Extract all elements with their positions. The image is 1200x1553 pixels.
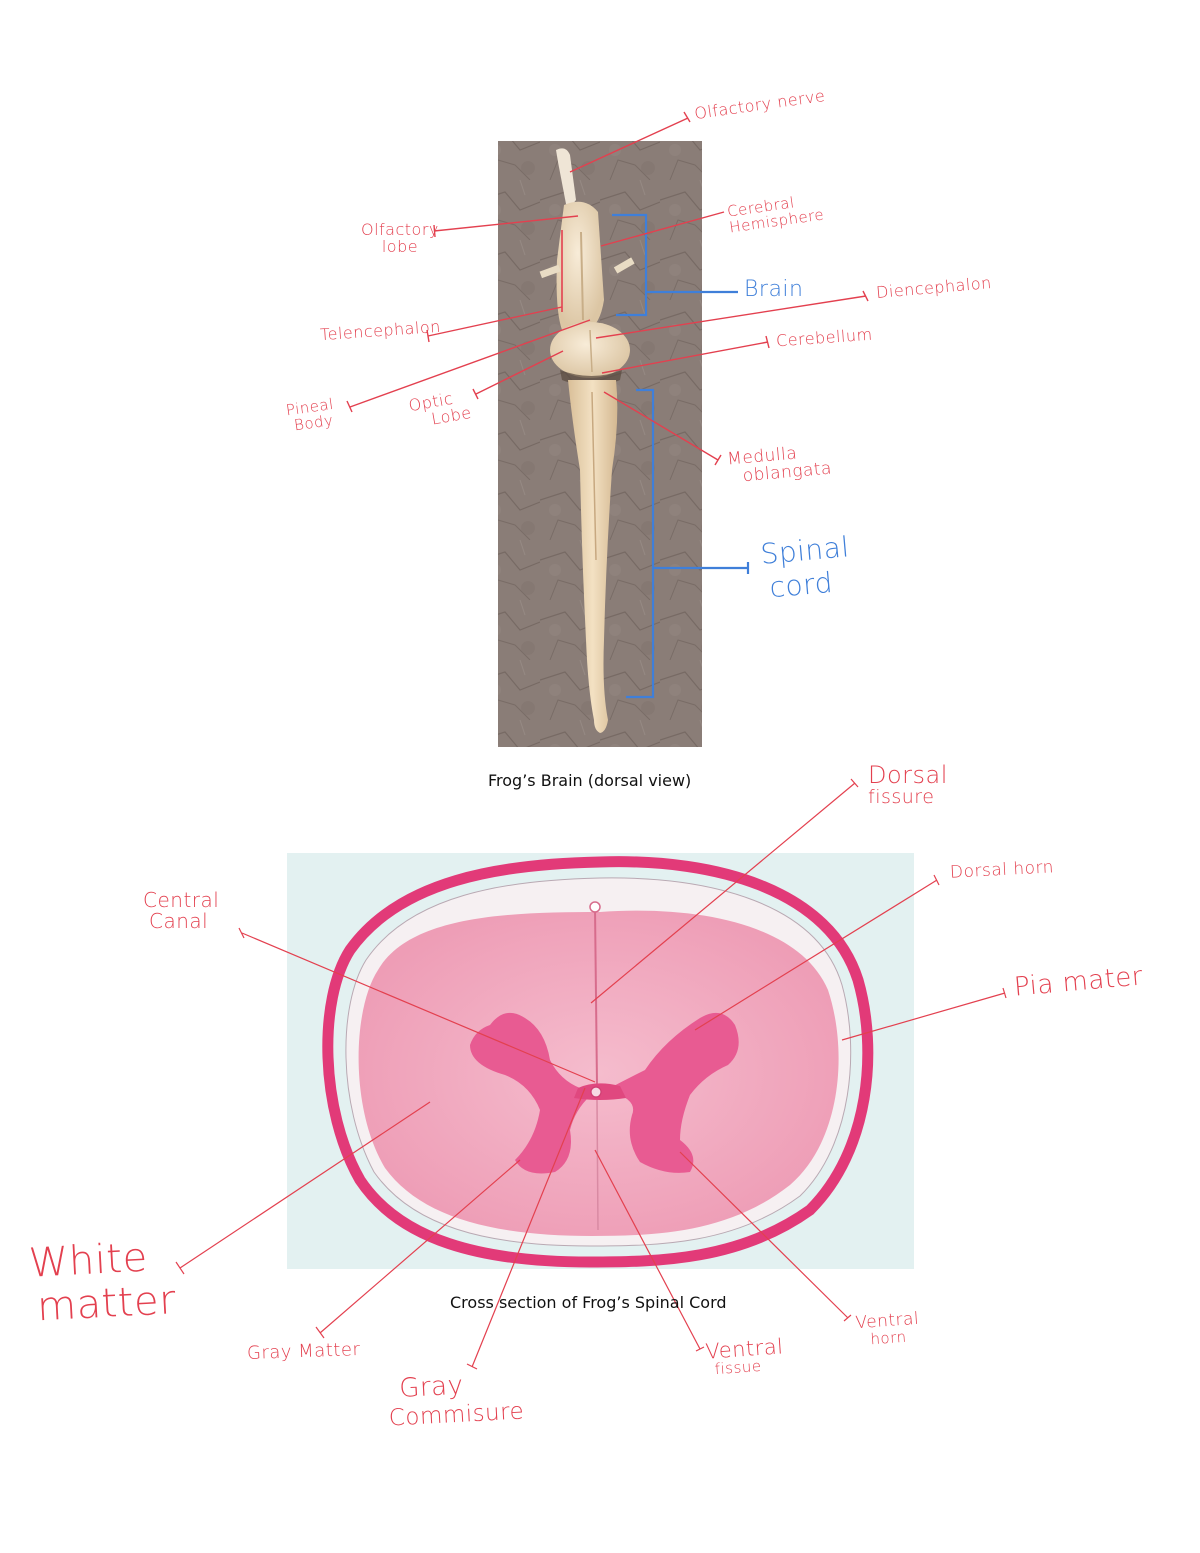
caption-frog-brain: Frog’s Brain (dorsal view) xyxy=(488,771,692,790)
label-dorsal-fissure-line2: fissure xyxy=(868,786,935,809)
label-central-canal-line1: Central xyxy=(143,888,220,912)
brain-bracket xyxy=(612,213,738,317)
brain-leader-lines xyxy=(346,111,869,466)
label-white-matter: White matter xyxy=(28,1234,178,1331)
caption-spinal-cord: Cross section of Frog’s Spinal Cord xyxy=(450,1293,727,1312)
label-white-matter-line2: matter xyxy=(36,1277,178,1331)
label-brain: Brain xyxy=(744,277,804,302)
spinal-leader-lines xyxy=(175,778,1007,1370)
label-ventral-fissure: Ventral fissue xyxy=(705,1334,785,1378)
label-olfactory-lobe-line1: Olfactory xyxy=(361,220,439,239)
label-olfactory-lobe: Olfactory lobe xyxy=(361,220,439,256)
histology-image xyxy=(287,853,914,1269)
label-dorsal-fissure-line1: Dorsal xyxy=(868,761,948,789)
spinal-cord-bracket xyxy=(626,388,750,699)
label-ventral-horn: Ventral horn xyxy=(855,1309,921,1349)
label-olfactory-lobe-line2: lobe xyxy=(381,236,419,256)
label-central-canal-line2: Canal xyxy=(149,909,209,933)
label-gray-commisure: Gray Commisure xyxy=(387,1368,525,1432)
label-dorsal-fissure: Dorsal fissure xyxy=(868,761,948,809)
label-central-canal: Central Canal xyxy=(143,890,219,932)
label-gray-matter: Gray Matter xyxy=(246,1339,361,1364)
